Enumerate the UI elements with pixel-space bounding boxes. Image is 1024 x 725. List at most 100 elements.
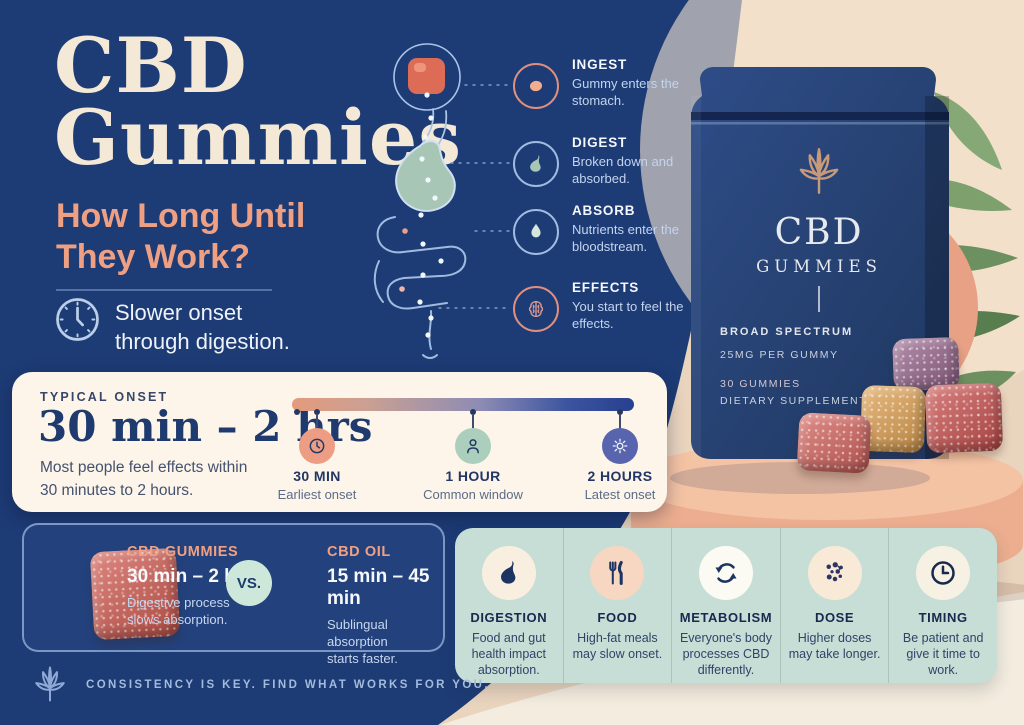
tagline-line2: through digestion. — [115, 328, 290, 354]
factor-desc: Food and gut health impact absorption. — [471, 631, 546, 677]
footer-note: CONSISTENCY IS KEY. FIND WHAT WORKS FOR … — [86, 679, 490, 691]
intestines-shape — [376, 216, 467, 310]
gummy-icon — [513, 63, 559, 109]
timeline-sublabel-1hour: Common window — [423, 487, 523, 502]
factor-desc: Everyone's body processes CBD differentl… — [679, 631, 772, 677]
factor-digestion: DIGESTION Food and gut health impact abs… — [455, 528, 563, 683]
page-title-line1: CBD — [54, 21, 248, 110]
timeline-marker-2hours — [602, 428, 638, 464]
gummy-in-diagram — [408, 58, 445, 94]
factor-label: TIMING — [918, 610, 968, 625]
timeline-stem — [472, 414, 474, 431]
hemp-leaf-icon — [35, 666, 65, 702]
stage-desc: You start to feel the effects. — [572, 299, 684, 331]
bag-spec-dosage: 25MG PER GUMMY — [720, 349, 839, 361]
desc-line1: Digestive process — [127, 595, 230, 610]
onset-body: Most people feel effects within 30 minut… — [40, 456, 247, 503]
cutlery-icon — [590, 546, 645, 600]
factor-metabolism: METABOLISM Everyone's body processes CBD… — [671, 528, 780, 683]
tagline-text: Slower onset through digestion. — [115, 296, 290, 356]
factor-desc: Higher doses may take longer. — [788, 631, 881, 661]
desc-line2: starts faster. — [327, 650, 398, 666]
comparison-gummies-column: CBD GUMMIES 30 min – 2 hrs Digestive pro… — [127, 544, 257, 629]
bag-brand-name: CBD — [774, 212, 864, 253]
onset-kicker: TYPICAL ONSET — [40, 390, 169, 404]
stage-absorb: ABSORB Nutrients enter the bloodstream. — [513, 203, 685, 255]
hemp-leaf-logo-icon — [799, 148, 839, 194]
timeline-dot-1hour — [470, 409, 476, 415]
timeline-dot-30min — [314, 409, 320, 415]
clock-icon — [309, 438, 325, 454]
desc-line2: slows absorption. — [127, 611, 228, 627]
comparison-oil-desc: Sublingual absorption starts faster. — [327, 617, 447, 668]
vs-badge: VS. — [226, 560, 272, 606]
gummy-path-dots — [399, 92, 444, 338]
timeline-dot-2hours — [617, 409, 623, 415]
factors-panel: DIGESTION Food and gut health impact abs… — [455, 528, 997, 683]
gummy-red-right — [924, 382, 1004, 454]
bag-brand-subname: GUMMIES — [756, 257, 882, 276]
stomach-shape — [395, 140, 456, 212]
digestive-tract-diagram — [373, 43, 512, 359]
stage-digest: DIGEST Broken down and absorbed. — [513, 135, 685, 187]
comparison-gummies-desc: Digestive process slows absorption. — [127, 595, 257, 629]
stage-desc: Broken down and absorbed. — [572, 154, 674, 186]
gummy-purple — [892, 336, 960, 392]
tagline-row: Slower onset through digestion. — [54, 296, 290, 356]
stage-label: INGEST — [572, 57, 628, 72]
factor-label: FOOD — [597, 610, 638, 625]
bag-spec-count: 30 GUMMIES — [720, 378, 801, 390]
factor-label: DIGESTION — [470, 610, 548, 625]
stage-label: EFFECTS — [572, 280, 640, 295]
comparison-gummies-range: 30 min – 2 hrs — [127, 566, 254, 587]
timeline-time-1hour: 1 HOUR — [445, 468, 501, 484]
page-subtitle-line2: They Work? — [56, 237, 250, 276]
timeline-gradient-bar — [292, 398, 634, 411]
page-subtitle: How Long Until They Work? — [56, 196, 396, 278]
comparison-oil-title: CBD OIL — [327, 544, 391, 560]
factor-desc: High-fat meals may slow onset. — [572, 631, 663, 661]
factor-desc: Be patient and give it time to work. — [902, 631, 984, 677]
factor-label: METABOLISM — [679, 610, 773, 625]
stomach-icon — [513, 141, 559, 187]
factor-food: FOOD High-fat meals may slow onset. — [562, 528, 672, 683]
timeline-sublabel-2hours: Latest onset — [584, 487, 656, 502]
comparison-oil-range: 15 min – 45 min — [327, 566, 430, 609]
cycle-icon — [698, 546, 753, 600]
tagline-line1: Slower onset — [115, 300, 243, 325]
timeline-dot-start — [294, 409, 300, 415]
timeline-time-30min: 30 MIN — [293, 468, 341, 484]
droplet-icon — [513, 209, 559, 255]
factor-dose: DOSE Higher doses may take longer. — [779, 528, 889, 683]
bag-label: CBD GUMMIES BROAD SPECTRUM 25MG PER GUMM… — [690, 142, 948, 407]
onset-body-line2: 30 minutes to 2 hours. — [40, 482, 194, 500]
page-title: CBD Gummies — [54, 21, 463, 183]
stage-effects: EFFECTS You start to feel the effects. — [513, 280, 685, 332]
page-title-line2: Gummies — [54, 93, 463, 183]
timeline-time-2hours: 2 HOURS — [587, 468, 653, 484]
stage-desc: Gummy enters the stomach. — [572, 76, 679, 108]
gummy-pink-left — [796, 412, 872, 474]
bag-label-divider — [818, 286, 820, 312]
stage-label: DIGEST — [572, 135, 628, 150]
stage-ingest: INGEST Gummy enters the stomach. — [513, 57, 685, 109]
sun-icon — [612, 438, 628, 454]
factor-timing: TIMING Be patient and give it time to wo… — [888, 528, 997, 683]
person-icon — [467, 439, 479, 454]
clock-icon — [56, 298, 99, 341]
bag-spec-spectrum: BROAD SPECTRUM — [720, 326, 854, 338]
stomach-icon — [481, 546, 536, 600]
comparison-oil-column: CBD OIL 15 min – 45 min Sublingual absor… — [327, 544, 447, 668]
comparison-gummies-title: CBD GUMMIES — [127, 544, 239, 560]
footer: CONSISTENCY IS KEY. FIND WHAT WORKS FOR … — [28, 662, 490, 706]
timeline-sublabel-30min: Earliest onset — [277, 487, 357, 502]
timeline-marker-30min — [299, 428, 335, 464]
stage-label: ABSORB — [572, 203, 636, 218]
timeline-marker-1hour — [455, 428, 491, 464]
stage-connector-lines — [438, 84, 512, 309]
desc-line1: Sublingual absorption — [327, 617, 388, 649]
timeline-stem — [619, 414, 621, 431]
stage-desc: Nutrients enter the bloodstream. — [572, 222, 679, 254]
bag-shadow — [670, 462, 930, 494]
